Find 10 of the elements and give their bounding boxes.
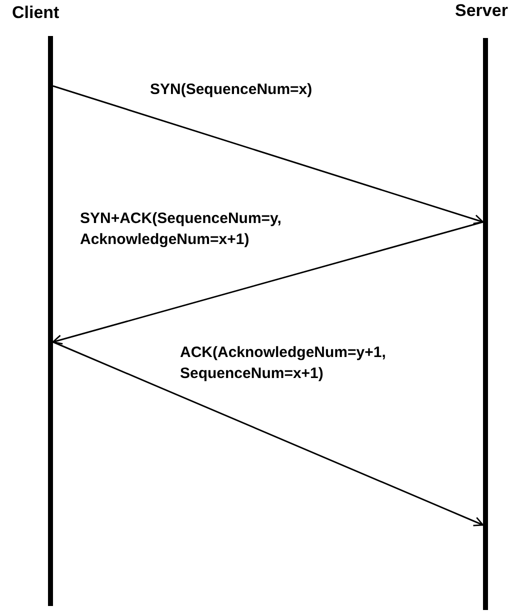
participant-label: Client xyxy=(12,3,60,23)
message-arrow xyxy=(52,85,484,224)
message-label: SYN+ACK(SequenceNum=y, AcknowledgeNum=x+1) xyxy=(80,209,282,250)
lifeline xyxy=(48,36,53,606)
message-arrow xyxy=(52,221,484,345)
message-arrow xyxy=(52,341,484,526)
message-label: SYN(SequenceNum=x) xyxy=(150,80,314,100)
lifeline xyxy=(483,38,488,610)
participant-label: Server xyxy=(455,1,508,21)
message-label: ACK(AcknowledgeNum=y+1, SequenceNum=x+1) xyxy=(180,343,387,384)
